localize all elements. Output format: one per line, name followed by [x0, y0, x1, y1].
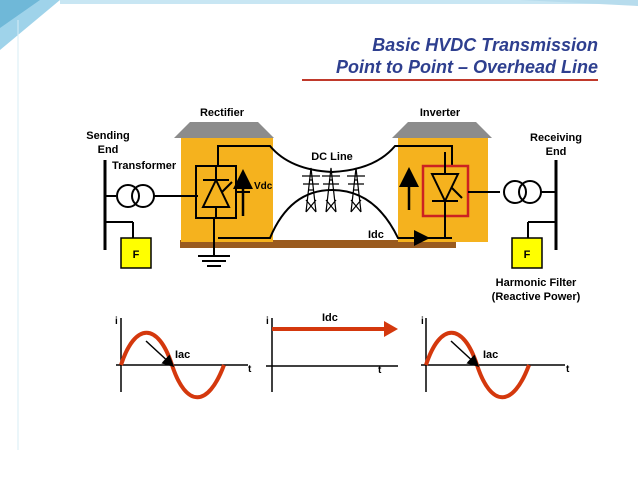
slide-decoration: [0, 0, 638, 450]
ground-icon: [198, 218, 230, 267]
inverter-label: Inverter: [420, 107, 461, 119]
filter-left-label: F: [133, 249, 140, 261]
right-wave-label: Iac: [483, 349, 498, 361]
middle-wave-label: Idc: [322, 312, 338, 324]
receiving-end-bus: [527, 160, 558, 250]
harmonic-filter-label-2: (Reactive Power): [492, 291, 581, 303]
dc-line-label: DC Line: [311, 151, 353, 163]
left-wave-y-label: i: [115, 316, 118, 327]
rectifier-label: Rectifier: [200, 107, 245, 119]
sending-end-label-1: Sending: [86, 130, 129, 142]
harmonic-filter-label-1: Harmonic Filter: [496, 277, 577, 289]
receiving-end-label-2: End: [546, 146, 567, 158]
filter-right-label: F: [524, 249, 531, 261]
pylon-icons: [302, 167, 365, 213]
middle-wave-x-label: t: [378, 365, 382, 376]
sending-end-label-2: End: [98, 144, 119, 156]
left-wave-label: Iac: [175, 349, 190, 361]
left-ac-waveform: [116, 318, 248, 399]
transformer-label: Transformer: [112, 160, 177, 172]
ground-strip: [180, 240, 456, 248]
right-wave-x-label: t: [566, 364, 570, 375]
middle-dc-waveform: [266, 318, 398, 392]
right-ac-waveform: [421, 318, 565, 399]
title-underline: [302, 79, 598, 81]
inverter-valve-icon: [421, 152, 500, 238]
receiving-transformer-icon: [503, 180, 556, 204]
filter-right-box: [511, 237, 543, 269]
filter-left-box: [120, 237, 152, 269]
title-line-1: Basic HVDC Transmission: [372, 35, 598, 55]
title-line-2: Point to Point – Overhead Line: [335, 57, 598, 77]
left-wave-x-label: t: [248, 364, 252, 375]
middle-wave-y-label: i: [266, 316, 269, 327]
inverter-station: [392, 122, 492, 242]
sending-end-bus: [103, 160, 134, 250]
receiving-end-label-1: Receiving: [530, 132, 582, 144]
rectifier-valve-icon: [195, 165, 250, 219]
idc-label: Idc: [368, 229, 384, 241]
sending-transformer-icon: [116, 184, 198, 208]
right-wave-y-label: i: [421, 316, 424, 327]
rectifier-station: [174, 122, 274, 242]
vdc-label: Vdc: [254, 181, 273, 192]
